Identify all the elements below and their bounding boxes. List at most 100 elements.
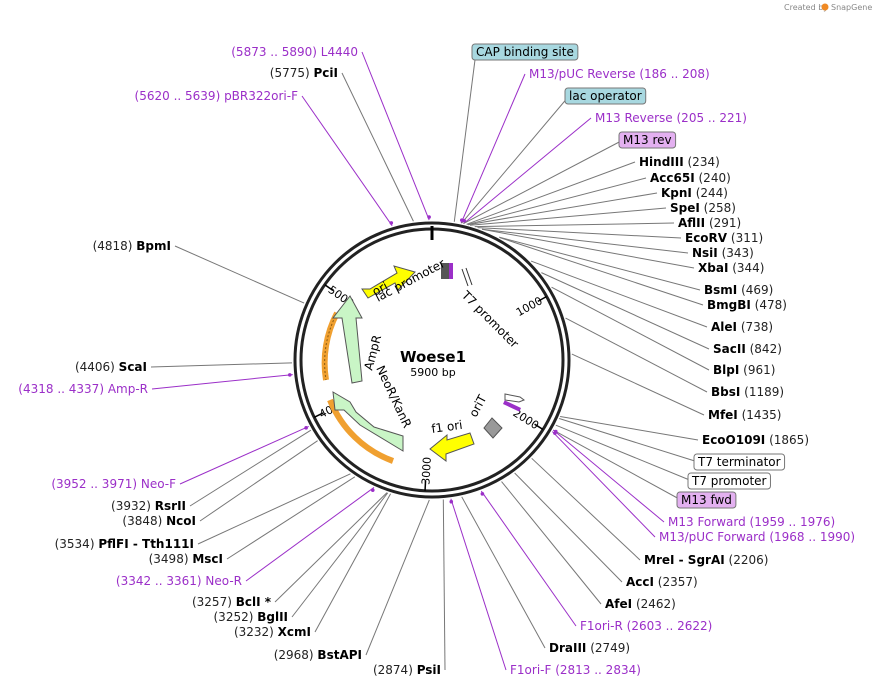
site-label[interactable]: KpnI (244) — [661, 186, 728, 200]
site-label[interactable]: BlpI (961) — [713, 363, 775, 377]
label-text: AflII (291) — [678, 216, 741, 230]
lac-operator-feature — [441, 263, 449, 279]
leader-line — [291, 492, 389, 618]
site-position: (842) — [746, 342, 782, 356]
site-name: XbaI — [698, 261, 728, 275]
site-label[interactable]: SpeI (258) — [670, 201, 736, 215]
plasmid-name: Woese1 — [400, 348, 466, 366]
site-label[interactable]: (3848) NcoI — [122, 514, 196, 528]
primer-label[interactable]: F1ori-R (2603 .. 2622) — [580, 619, 712, 633]
feature-tag-name: CAP binding site — [476, 45, 574, 59]
site-name: EcoO109I — [702, 433, 765, 447]
primer-label[interactable]: M13 Reverse (205 .. 221) — [595, 111, 747, 125]
site-label[interactable]: (3252) BglII — [214, 610, 289, 624]
label-text: Acc65I (240) — [650, 171, 731, 185]
feature-tag[interactable]: lac operator — [564, 87, 647, 105]
leader-line — [500, 237, 704, 306]
site-label[interactable]: (2874) PsiI — [373, 663, 441, 677]
label-text: AleI (738) — [711, 320, 773, 334]
site-label[interactable]: SacII (842) — [713, 342, 782, 356]
site-name: ScaI — [119, 360, 147, 374]
site-label[interactable]: (5775) PciI — [270, 66, 338, 80]
feature-tag[interactable]: T7 promoter — [687, 472, 771, 490]
site-name: NsiI — [692, 246, 718, 260]
site-label[interactable]: (3498) MscI — [149, 552, 223, 566]
primer-label[interactable]: M13 Forward (1959 .. 1976) — [668, 515, 835, 529]
primer-label[interactable]: (5873 .. 5890) L4440 — [231, 45, 358, 59]
ori-arrow — [361, 265, 416, 299]
site-label[interactable]: MreI - SgrAI (2206) — [644, 553, 768, 567]
primer-label[interactable]: (3342 .. 3361) Neo-R — [116, 574, 242, 588]
site-label[interactable]: BsmI (469) — [704, 283, 773, 297]
tick-mark — [424, 480, 427, 491]
primer-label[interactable]: (3952 .. 3971) Neo-F — [51, 477, 176, 491]
primer-label[interactable]: F1ori-F (2813 .. 2834) — [510, 663, 641, 677]
site-label[interactable]: AflII (291) — [678, 216, 741, 230]
primer-marker — [427, 215, 431, 219]
site-label[interactable]: BmgBI (478) — [707, 298, 787, 312]
site-label[interactable]: Acc65I (240) — [650, 171, 731, 185]
site-label[interactable]: (3534) PflFI - Tth111I — [55, 537, 194, 551]
site-name: Acc65I — [650, 171, 695, 185]
feature-tag[interactable]: M13 rev — [618, 131, 677, 149]
primer-name: M13 Forward — [668, 515, 750, 529]
primer-label[interactable]: (4318 .. 4337) Amp-R — [18, 382, 148, 396]
site-label[interactable]: AleI (738) — [711, 320, 773, 334]
site-label[interactable]: (3932) RsrII — [111, 499, 186, 513]
site-label[interactable]: (4818) BpmI — [93, 239, 171, 253]
leader-line — [552, 429, 665, 523]
site-label[interactable]: XbaI (344) — [698, 261, 765, 275]
features — [321, 263, 526, 464]
site-label[interactable]: EcoO109I (1865) — [702, 433, 809, 447]
site-position: (3498) — [149, 552, 193, 566]
leader-line — [466, 161, 636, 225]
label-text: (2874) PsiI — [373, 663, 441, 677]
site-name: PflFI — [98, 537, 128, 551]
site-position: (2357) — [654, 575, 698, 589]
feature-tag-name: M13 fwd — [681, 493, 732, 507]
site-label[interactable]: (3257) BclI * — [192, 595, 272, 609]
site-label[interactable]: DraIII (2749) — [549, 641, 630, 655]
site-label[interactable]: BbsI (1189) — [711, 385, 784, 399]
label-text: (3342 .. 3361) Neo-R — [116, 574, 242, 588]
site-label[interactable]: (2968) BstAPI — [274, 648, 362, 662]
primer-range: (1968 .. 1990) — [769, 530, 855, 544]
feature-tag-box — [618, 131, 677, 149]
site-name: MreI — [644, 553, 674, 567]
feature-tag[interactable]: T7 terminator — [693, 453, 786, 471]
site-label[interactable]: (3232) XcmI — [234, 625, 311, 639]
label-text: AccI (2357) — [626, 575, 698, 589]
neor-arrow — [332, 391, 404, 452]
site-position: (1435) — [738, 408, 782, 422]
label-text: BsmI (469) — [704, 283, 773, 297]
leader-line — [361, 51, 430, 221]
site-label[interactable]: (4406) ScaI — [75, 360, 147, 374]
leader-line — [559, 418, 699, 463]
site-label[interactable]: HindIII (234) — [639, 155, 720, 169]
primer-range: (1959 .. 1976) — [750, 515, 836, 529]
primer-range: (4318 .. 4337) — [18, 382, 108, 396]
site-label[interactable]: EcoRV (311) — [685, 231, 763, 245]
label-text: (2968) BstAPI — [274, 648, 362, 662]
leader-line — [463, 139, 624, 225]
feature-tag[interactable]: CAP binding site — [471, 43, 579, 61]
site-name: BstAPI — [317, 648, 362, 662]
primer-label[interactable]: M13/pUC Forward (1968 .. 1990) — [659, 530, 855, 544]
leader-line — [150, 362, 293, 368]
site-label[interactable]: NsiI (343) — [692, 246, 754, 260]
site-position: (3232) — [234, 625, 278, 639]
site-position: (1189) — [740, 385, 784, 399]
site-position: (2749) — [586, 641, 630, 655]
site-label[interactable]: AccI (2357) — [626, 575, 698, 589]
label-text: EcoO109I (1865) — [702, 433, 809, 447]
feature-tag[interactable]: M13 fwd — [676, 491, 737, 509]
site-label[interactable]: MfeI (1435) — [708, 408, 781, 422]
label-text: (3932) RsrII — [111, 499, 186, 513]
site-label[interactable]: AfeI (2462) — [605, 597, 676, 611]
f1-ori-arrow — [429, 432, 475, 462]
primer-label[interactable]: M13/pUC Reverse (186 .. 208) — [529, 67, 710, 81]
site-position: (3257) — [192, 595, 236, 609]
plasmid-size: 5900 bp — [410, 366, 455, 379]
primer-label[interactable]: (5620 .. 5639) pBR322ori-F — [135, 89, 299, 103]
label-text: SpeI (258) — [670, 201, 736, 215]
